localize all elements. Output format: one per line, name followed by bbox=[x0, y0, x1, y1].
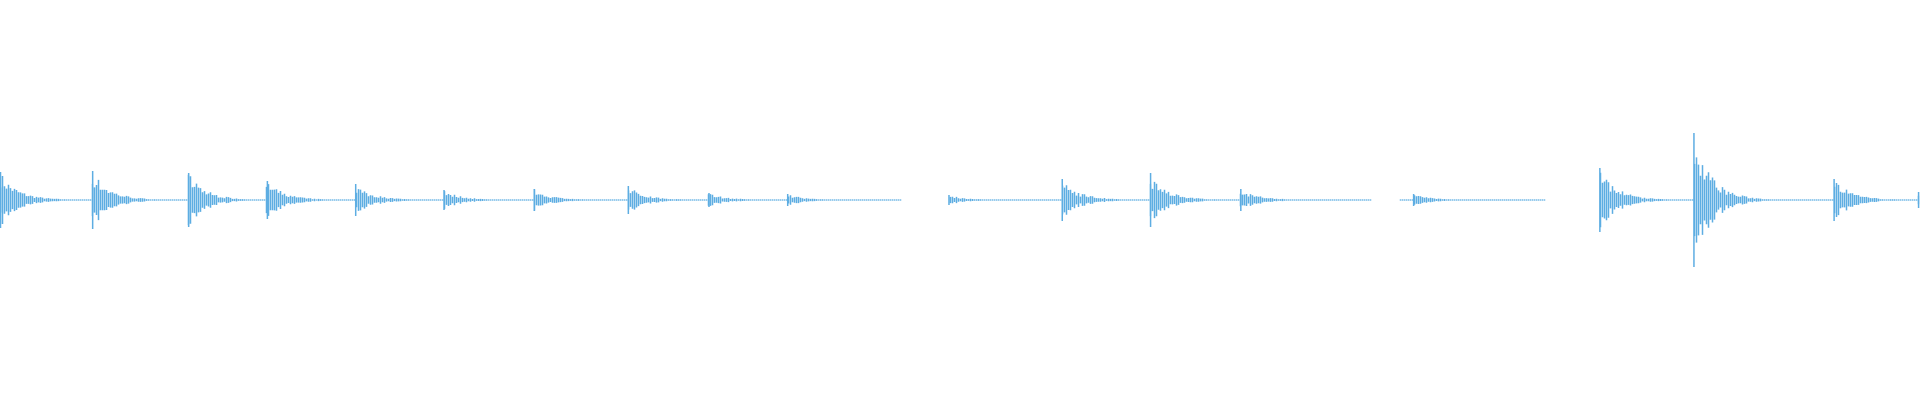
waveform-bars bbox=[0, 157, 1920, 243]
